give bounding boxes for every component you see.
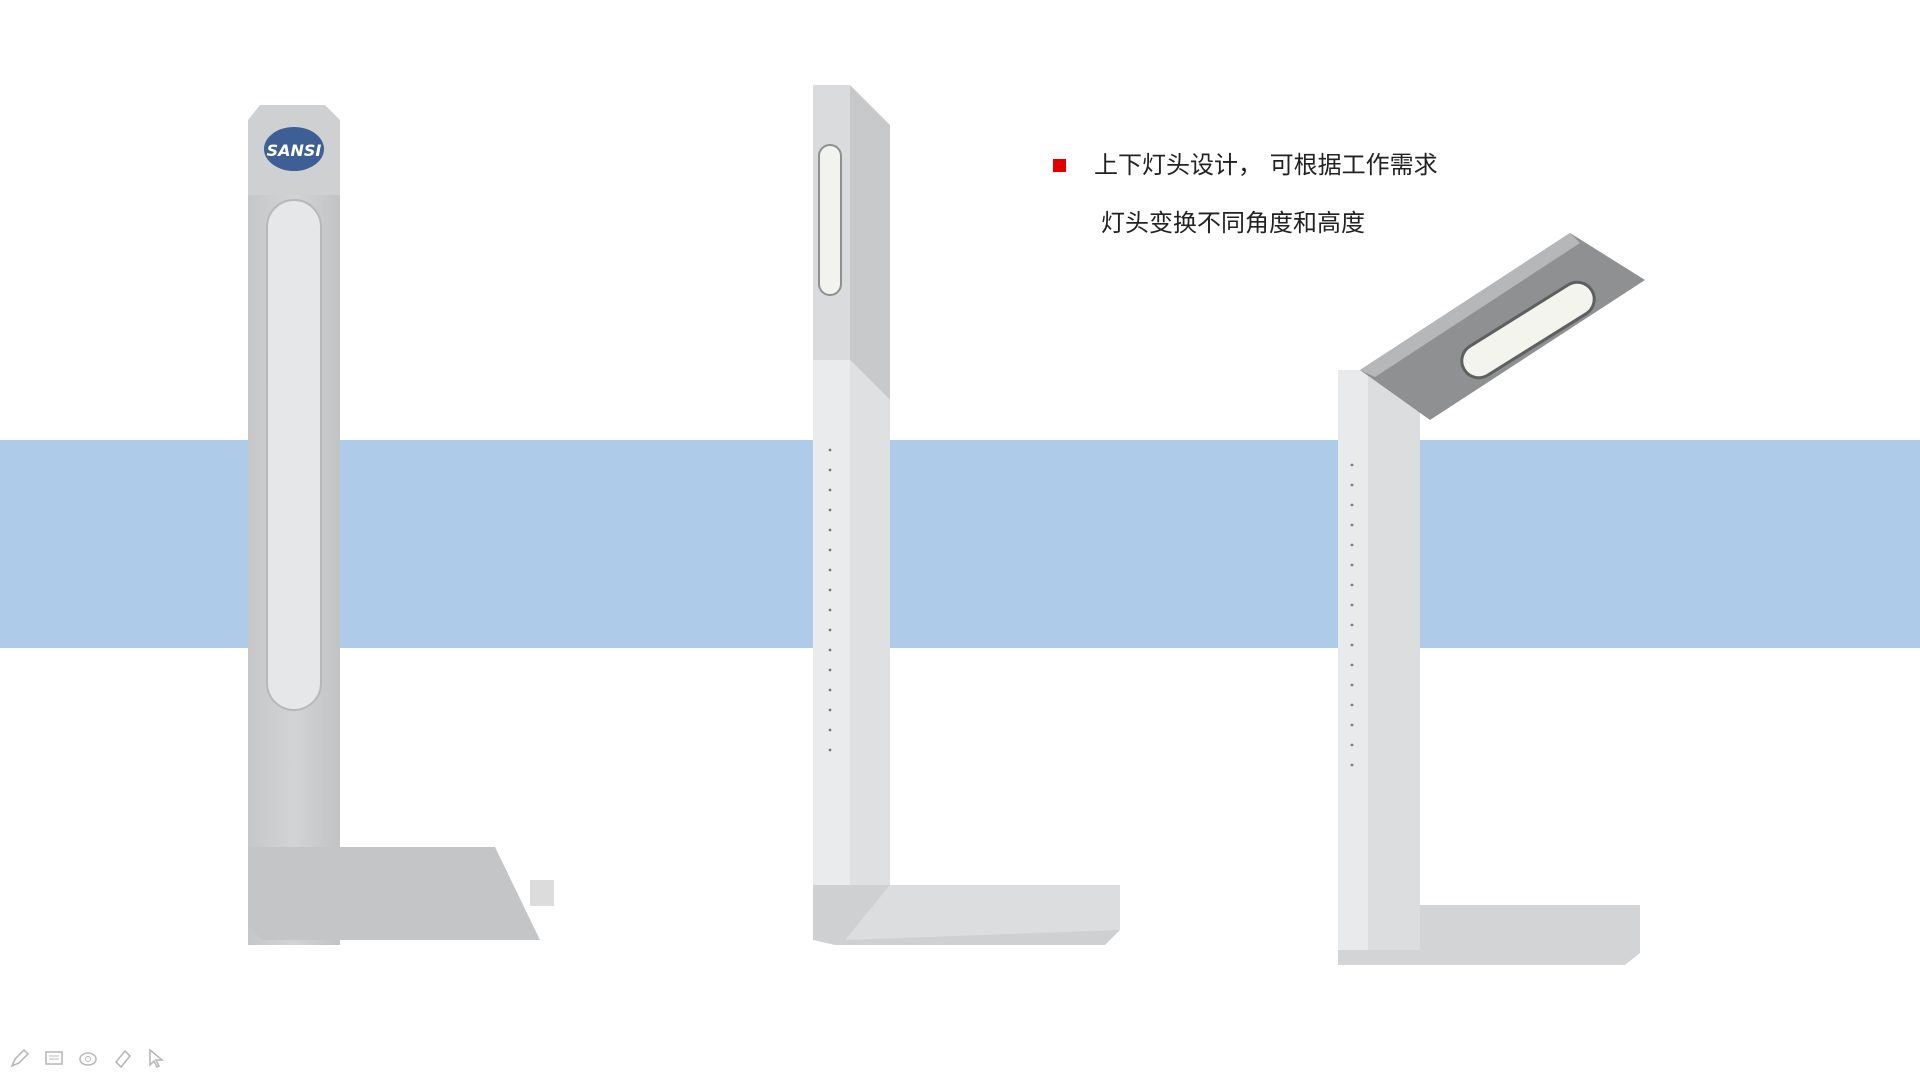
feature-note: 上下灯头设计， 可根据工作需求 灯头变换不同角度和高度 — [1053, 148, 1438, 240]
logo-text: SANSI — [267, 141, 322, 160]
presenter-toolbar — [8, 1046, 168, 1070]
eraser-icon[interactable] — [76, 1046, 100, 1070]
lamp-front-view: SANSI — [248, 105, 554, 945]
sansi-logo — [264, 127, 324, 171]
note-line-2: 灯头变换不同角度和高度 — [1101, 209, 1365, 237]
highlighter-icon[interactable] — [110, 1046, 134, 1070]
pointer-icon[interactable] — [144, 1046, 168, 1070]
speaker-holes — [828, 448, 832, 752]
lamp-side-view-tilted — [1338, 233, 1645, 965]
slide-icon[interactable] — [42, 1046, 66, 1070]
red-bullet-icon — [1053, 158, 1066, 172]
pen-icon[interactable] — [8, 1046, 32, 1070]
lamp-side-view-upright — [813, 85, 1120, 945]
note-line-1: 上下灯头设计， 可根据工作需求 — [1094, 151, 1438, 179]
